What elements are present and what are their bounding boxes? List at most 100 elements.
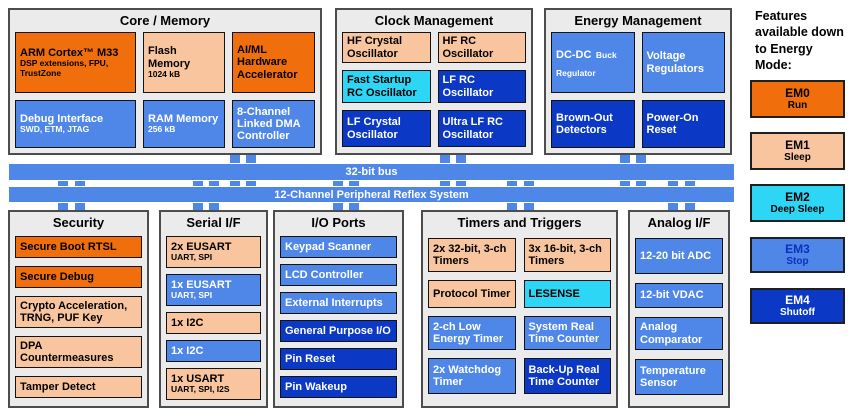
block-hf-crystal-oscillator: HF Crystal Oscillator bbox=[342, 32, 431, 63]
block-linked-dma-controller: 8-Channel Linked DMA Controller bbox=[232, 100, 315, 148]
block-title: LF RC Oscillator bbox=[442, 74, 494, 99]
block-arm-cortex-m33: ARM Cortex™ M33 DSP extensions, FPU, Tru… bbox=[15, 32, 136, 93]
block-title: 3x 16-bit, 3-ch Timers bbox=[528, 242, 602, 267]
block-title: 2x Watchdog Timer bbox=[433, 363, 502, 388]
energy-management-grid: DC-DC Buck Regulator Voltage Regulators … bbox=[546, 32, 730, 153]
block-title: Fast Startup RC Oscillator bbox=[347, 74, 417, 99]
block-title: Secure Debug bbox=[20, 270, 94, 283]
legend-item-em4: EM4 Shutoff bbox=[750, 288, 845, 324]
block-title: External Interrupts bbox=[285, 296, 383, 309]
block-analog-comparator: Analog Comparator bbox=[635, 317, 723, 350]
block-title: 1x I2C bbox=[171, 344, 204, 357]
legend-mode-label: Shutoff bbox=[780, 307, 815, 319]
legend-item-em3: EM3 Stop bbox=[750, 237, 845, 273]
block-voltage-regulators: Voltage Regulators bbox=[641, 32, 725, 93]
block-subtitle: UART, SPI bbox=[171, 252, 213, 263]
legend-mode: EM0 bbox=[785, 85, 810, 100]
section-title-security: Security bbox=[52, 215, 105, 230]
block-title: Flash Memory bbox=[148, 45, 191, 70]
section-title-serial-if: Serial I/F bbox=[186, 215, 241, 230]
block-16bit-timers: 3x 16-bit, 3-ch Timers bbox=[523, 238, 611, 272]
block-title: System Real Time Counter bbox=[528, 320, 600, 345]
block-subtitle: 256 kB bbox=[148, 124, 176, 135]
block-title: 1x I2C bbox=[171, 316, 204, 329]
block-title: Keypad Scanner bbox=[285, 240, 372, 253]
block-title: 8-Channel Linked DMA Controller bbox=[237, 105, 301, 143]
block-title: HF Crystal Oscillator bbox=[347, 35, 403, 60]
analog-if-grid: 12-20 bit ADC 12-bit VDAC Analog Compara… bbox=[630, 234, 728, 400]
block-subtitle: UART, SPI, I2S bbox=[171, 384, 230, 395]
block-title: RAM Memory bbox=[148, 113, 219, 126]
block-lf-rc-oscillator: LF RC Oscillator bbox=[437, 70, 526, 103]
block-subtitle: Buck Regulator bbox=[556, 49, 617, 78]
block-title: 2x 32-bit, 3-ch Timers bbox=[433, 242, 507, 267]
section-clock-management: Clock Management HF Crystal Oscillator H… bbox=[335, 8, 533, 155]
serial-if-grid: 2x EUSART UART, SPI 1x EUSART UART, SPI … bbox=[161, 234, 266, 405]
block-title: LESENSE bbox=[528, 287, 580, 300]
timers-triggers-grid: 2x 32-bit, 3-ch Timers 3x 16-bit, 3-ch T… bbox=[423, 234, 616, 399]
clock-management-grid: HF Crystal Oscillator HF RC Oscillator F… bbox=[337, 32, 531, 152]
block-title: 1x EUSART bbox=[171, 279, 232, 292]
bus-peripheral-reflex-system: 12-Channel Peripheral Reflex System bbox=[8, 186, 735, 203]
block-1x-i2c-a: 1x I2C bbox=[166, 312, 261, 334]
bus-32bit: 32-bit bus bbox=[8, 163, 735, 181]
bus-32bit-label: 32-bit bus bbox=[345, 166, 398, 178]
section-title-io-ports: I/O Ports bbox=[311, 215, 366, 230]
block-brown-out-detectors: Brown-Out Detectors bbox=[551, 100, 635, 148]
block-title: LF Crystal Oscillator bbox=[347, 116, 401, 141]
block-low-energy-timer: 2-ch Low Energy Timer bbox=[428, 316, 516, 350]
legend-mode-label: Stop bbox=[786, 256, 809, 268]
block-pin-wakeup: Pin Wakeup bbox=[280, 376, 397, 398]
block-title: Tamper Detect bbox=[20, 380, 96, 393]
io-ports-grid: Keypad Scanner LCD Controller External I… bbox=[275, 234, 402, 403]
block-title: Analog Comparator bbox=[640, 321, 703, 346]
block-fast-startup-rc-oscillator: Fast Startup RC Oscillator bbox=[342, 70, 431, 103]
block-secure-boot-rtsl: Secure Boot RTSL bbox=[15, 236, 142, 258]
block-tamper-detect: Tamper Detect bbox=[15, 376, 142, 398]
section-title-energy-management: Energy Management bbox=[574, 13, 702, 28]
block-adc: 12-20 bit ADC bbox=[635, 238, 723, 274]
block-debug-interface: Debug Interface SWD, ETM, JTAG bbox=[15, 100, 136, 148]
core-memory-grid: ARM Cortex™ M33 DSP extensions, FPU, Tru… bbox=[10, 32, 320, 153]
legend-mode-label: Sleep bbox=[784, 152, 811, 164]
block-pin-reset: Pin Reset bbox=[280, 348, 397, 370]
block-protocol-timer: Protocol Timer bbox=[428, 280, 516, 308]
block-title: Voltage Regulators bbox=[646, 50, 704, 75]
block-dpa-countermeasures: DPA Countermeasures bbox=[15, 336, 142, 368]
block-title: Brown-Out Detectors bbox=[556, 111, 613, 136]
block-title: 12-bit VDAC bbox=[640, 289, 704, 302]
block-title: HF RC Oscillator bbox=[442, 35, 494, 60]
legend-title: Features available down to Energy Mode: bbox=[755, 9, 844, 72]
block-aiml-hardware-accelerator: AI/ML Hardware Accelerator bbox=[232, 32, 315, 93]
block-flash-memory: Flash Memory 1024 kB bbox=[143, 32, 225, 93]
block-subtitle: DSP extensions, FPU, TrustZone bbox=[20, 58, 109, 78]
legend-mode: EM4 bbox=[785, 292, 810, 307]
security-grid: Secure Boot RTSL Secure Debug Crypto Acc… bbox=[10, 234, 147, 403]
legend-mode: EM3 bbox=[785, 241, 810, 256]
block-external-interrupts: External Interrupts bbox=[280, 292, 397, 314]
block-lf-crystal-oscillator: LF Crystal Oscillator bbox=[342, 110, 431, 147]
legend-mode-label: Run bbox=[787, 100, 808, 112]
block-general-purpose-io: General Purpose I/O bbox=[280, 320, 397, 342]
block-title: Protocol Timer bbox=[433, 287, 511, 300]
legend-item-em0: EM0 Run bbox=[750, 80, 845, 118]
section-title-timers-triggers: Timers and Triggers bbox=[457, 215, 582, 230]
block-title: DC-DC bbox=[556, 48, 592, 61]
section-io-ports: I/O Ports Keypad Scanner LCD Controller … bbox=[273, 210, 404, 408]
legend-item-em2: EM2 Deep Sleep bbox=[750, 184, 845, 222]
block-title: LCD Controller bbox=[285, 268, 364, 281]
block-watchdog-timer: 2x Watchdog Timer bbox=[428, 358, 516, 394]
block-32bit-timers: 2x 32-bit, 3-ch Timers bbox=[428, 238, 516, 272]
block-subtitle: UART, SPI bbox=[171, 290, 213, 301]
section-core-memory: Core / Memory ARM Cortex™ M33 DSP extens… bbox=[8, 8, 322, 155]
bus-prs-label: 12-Channel Peripheral Reflex System bbox=[274, 188, 469, 201]
block-backup-real-time-counter: Back-Up Real Time Counter bbox=[523, 358, 611, 394]
block-title: 12-20 bit ADC bbox=[640, 249, 712, 262]
block-title: Temperature Sensor bbox=[640, 364, 706, 389]
block-lcd-controller: LCD Controller bbox=[280, 264, 397, 286]
section-serial-if: Serial I/F 2x EUSART UART, SPI 1x EUSART… bbox=[159, 210, 268, 408]
block-1x-eusart: 1x EUSART UART, SPI bbox=[166, 274, 261, 306]
block-1x-i2c-b: 1x I2C bbox=[166, 340, 261, 362]
block-title: DPA Countermeasures bbox=[20, 339, 114, 364]
